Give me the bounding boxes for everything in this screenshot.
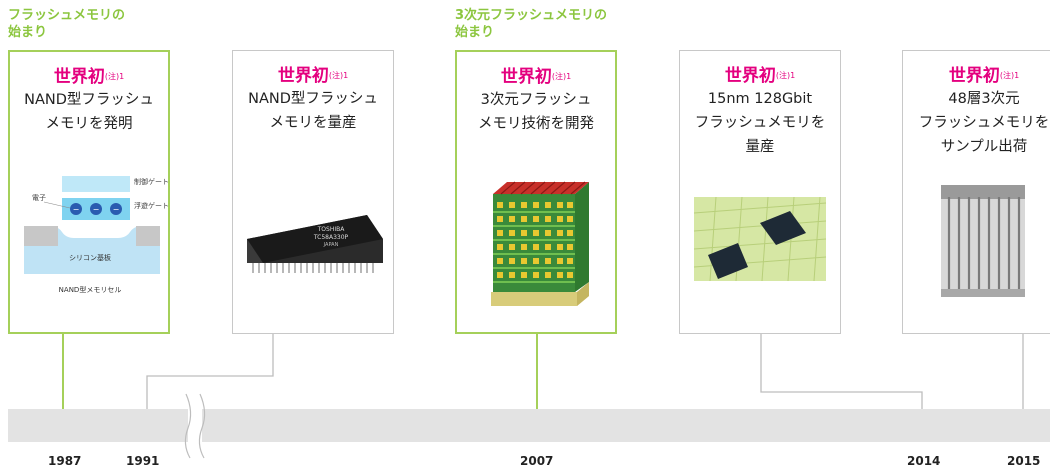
milestone-card-2015: 世界初(注)1 48層3次元 フラッシュメモリを サンプル出荷 bbox=[902, 50, 1050, 334]
world-first-label: 世界初(注)1 bbox=[233, 65, 393, 87]
milestone-label-line: 始まり bbox=[8, 25, 48, 40]
connector-2014 bbox=[760, 333, 923, 410]
note-marker: (注)1 bbox=[999, 71, 1020, 80]
svg-text:−: − bbox=[93, 205, 100, 214]
cell-name-label: NAND型メモリセル bbox=[59, 285, 122, 294]
milestone-label-3d-flash-start: 3次元フラッシュメモリの 始まり bbox=[455, 7, 607, 41]
world-first-label: 世界初(注)1 bbox=[903, 65, 1050, 87]
desc-line: サンプル出荷 bbox=[940, 139, 1028, 155]
cross-section-photo bbox=[903, 183, 1050, 305]
world-first-label: 世界初(注)1 bbox=[680, 65, 840, 87]
3d-memory-structure bbox=[457, 172, 615, 326]
desc-line: 3次元フラッシュ bbox=[480, 92, 592, 108]
world-first-text: 世界初 bbox=[277, 66, 329, 86]
milestone-label-line: 始まり bbox=[455, 25, 495, 40]
card-description: 15nm 128Gbit フラッシュメモリを 量産 bbox=[680, 87, 840, 159]
svg-text:−: − bbox=[113, 205, 120, 214]
year-label-1987: 1987 bbox=[48, 454, 82, 468]
electron-dot bbox=[70, 203, 82, 215]
chips-on-wafer-photo bbox=[680, 193, 840, 287]
year-label-2007: 2007 bbox=[520, 454, 554, 468]
desc-line: フラッシュメモリを bbox=[918, 115, 1050, 131]
card-description: NAND型フラッシュ メモリを発明 bbox=[10, 88, 168, 136]
connector-1991 bbox=[146, 333, 274, 410]
desc-line: メモリ技術を開発 bbox=[478, 116, 594, 132]
nand-memory-cell-diagram: − − − 制御ゲート 浮遊ゲート 電子 シリコン基板 NAND型メモリセル bbox=[10, 170, 168, 304]
year-label-2014: 2014 bbox=[907, 454, 941, 468]
note-marker: (注)1 bbox=[104, 72, 125, 81]
milestone-label-flash-start: フラッシュメモリの 始まり bbox=[8, 7, 125, 41]
desc-line: NAND型フラッシュ bbox=[248, 91, 378, 107]
milestone-card-1991: 世界初(注)1 NAND型フラッシュ メモリを量産 TOSHIBA TC58A3… bbox=[232, 50, 394, 334]
floating-gate-label: 浮遊ゲート bbox=[134, 201, 169, 210]
desc-line: 15nm 128Gbit bbox=[707, 91, 813, 107]
milestone-card-2014: 世界初(注)1 15nm 128Gbit フラッシュメモリを 量産 bbox=[679, 50, 841, 334]
electron-dot bbox=[90, 203, 102, 215]
world-first-label: 世界初(注)1 bbox=[10, 66, 168, 88]
electron-label: 電子 bbox=[32, 194, 46, 202]
card-description: 48層3次元 フラッシュメモリを サンプル出荷 bbox=[903, 87, 1050, 159]
milestone-label-line: フラッシュメモリの bbox=[8, 8, 126, 23]
chip-marking-origin: JAPAN bbox=[323, 242, 339, 248]
chip-marking-brand: TOSHIBA bbox=[317, 226, 346, 233]
chip-marking-part: TC58A330P bbox=[313, 234, 349, 241]
note-marker: (注)1 bbox=[328, 71, 349, 80]
toshiba-chip-photo: TOSHIBA TC58A330P JAPAN bbox=[233, 201, 393, 295]
desc-line: 量産 bbox=[745, 139, 775, 155]
substrate-label: シリコン基板 bbox=[69, 253, 111, 262]
desc-line: メモリを発明 bbox=[45, 116, 133, 132]
note-marker: (注)1 bbox=[775, 71, 796, 80]
year-label-1991: 1991 bbox=[126, 454, 160, 468]
card-description: NAND型フラッシュ メモリを量産 bbox=[233, 87, 393, 135]
desc-line: メモリを量産 bbox=[269, 115, 357, 131]
timeline-bar bbox=[8, 409, 1050, 442]
svg-text:−: − bbox=[73, 205, 80, 214]
world-first-text: 世界初 bbox=[53, 67, 105, 87]
world-first-text: 世界初 bbox=[500, 67, 552, 87]
world-first-text: 世界初 bbox=[948, 66, 1000, 86]
milestone-card-2007: 世界初(注)1 3次元フラッシュ メモリ技術を開発 bbox=[455, 50, 617, 334]
desc-line: 48層3次元 bbox=[948, 91, 1020, 107]
note-marker: (注)1 bbox=[551, 72, 572, 81]
milestone-card-1987: 世界初(注)1 NAND型フラッシュ メモリを発明 − − − 制御ゲート 浮遊… bbox=[8, 50, 170, 334]
card-description: 3次元フラッシュ メモリ技術を開発 bbox=[457, 88, 615, 136]
memory-chip bbox=[708, 243, 748, 279]
control-gate-label: 制御ゲート bbox=[134, 177, 169, 186]
desc-line: フラッシュメモリを bbox=[694, 115, 826, 131]
milestone-label-line: 3次元フラッシュメモリの bbox=[455, 8, 608, 23]
world-first-label: 世界初(注)1 bbox=[457, 66, 615, 88]
desc-line: NAND型フラッシュ bbox=[24, 92, 154, 108]
electron-dot bbox=[110, 203, 122, 215]
memory-chip bbox=[760, 211, 806, 245]
control-gate-shape bbox=[62, 176, 130, 192]
year-label-2015: 2015 bbox=[1007, 454, 1041, 468]
world-first-text: 世界初 bbox=[724, 66, 776, 86]
